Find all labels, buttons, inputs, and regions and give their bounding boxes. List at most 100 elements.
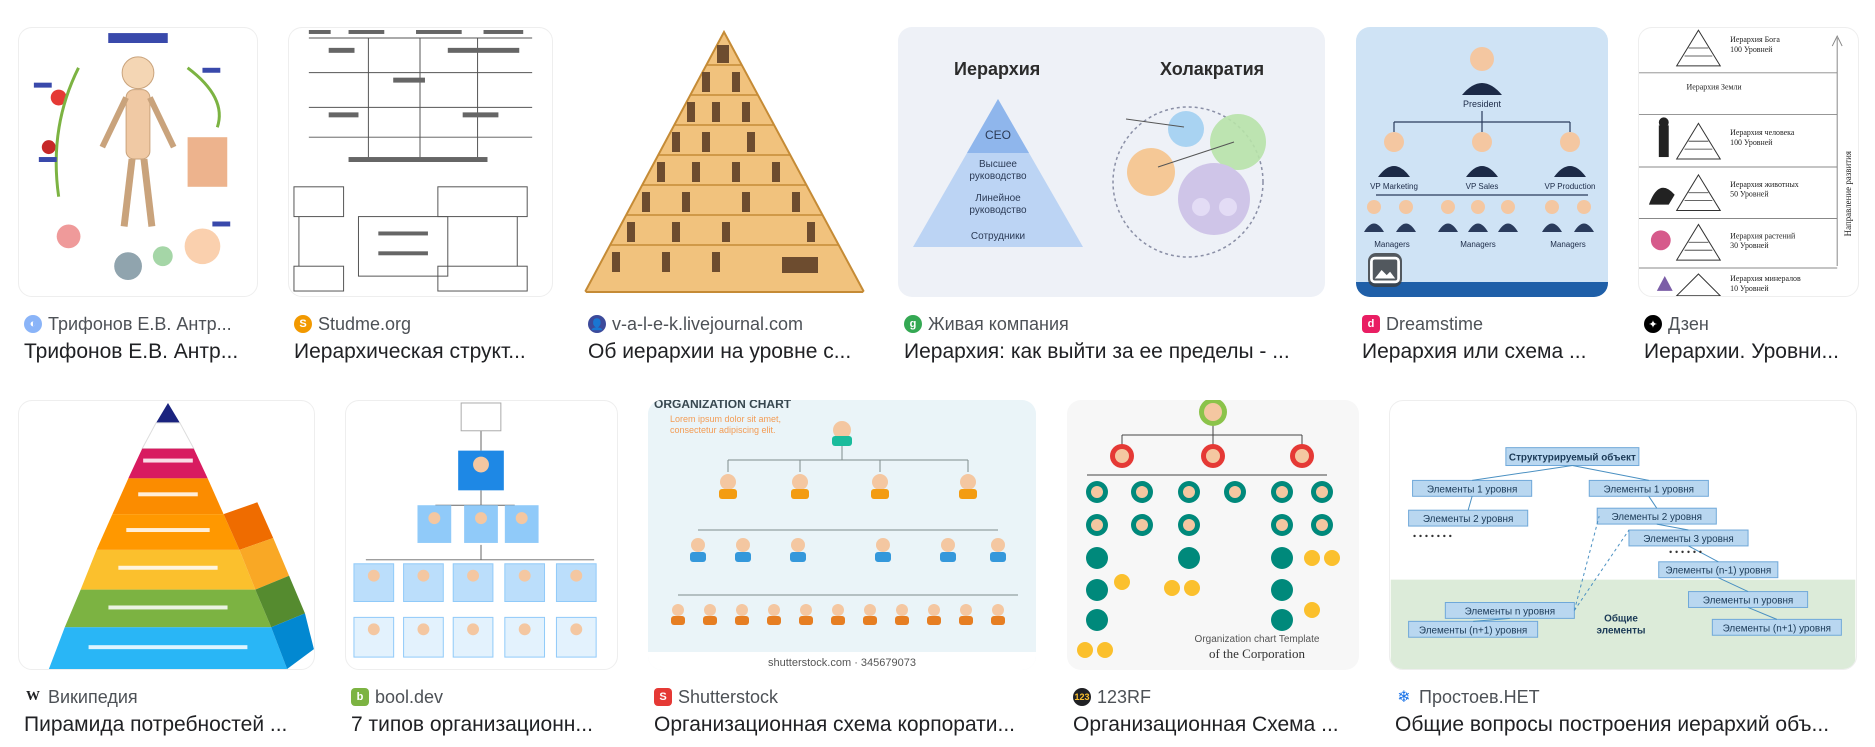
thumb-common-1: Общие — [1604, 613, 1638, 624]
result-source[interactable]: 123 123RF — [1073, 686, 1151, 708]
result-source[interactable]: d Dreamstime — [1362, 313, 1483, 335]
text-diagram-illustration — [293, 30, 533, 292]
thumb-level-n-a: Элементы n уровня — [1465, 606, 1556, 617]
thumb-level-plants-count: 30 Уровней — [1730, 241, 1769, 250]
result-title[interactable]: Организационная схема корпорати... — [654, 713, 1016, 736]
result-card-6[interactable]: Иерархия Бога 100 Уровней Иерархия Земли… — [1638, 27, 1875, 377]
thumb-level3: Элементы 3 уровня — [1643, 534, 1734, 545]
thumb-heading-holacracy: Холакратия — [1160, 59, 1264, 79]
result-title[interactable]: Организационная Схема ... — [1073, 713, 1339, 736]
result-source[interactable]: 👤 v-a-l-e-k.livejournal.com — [588, 313, 803, 335]
thumb-level-minerals-count: 10 Уровней — [1730, 284, 1769, 293]
blue-org-chart-illustration — [353, 402, 597, 658]
leaf-icon: g — [904, 315, 922, 333]
bool-icon: b — [351, 688, 369, 706]
source-label: v-a-l-e-k.livejournal.com — [612, 313, 804, 334]
thumb-level-animals-count: 50 Уровней — [1730, 190, 1769, 199]
123rf-icon: 123 — [1073, 688, 1091, 706]
thumb-level-n-plus-1-a: Элементы (n+1) уровня — [1419, 625, 1527, 636]
result-title[interactable]: Иерархическая структ... — [294, 340, 526, 363]
result-card-5[interactable]: President VP Marketing VP Sales VP Produ… — [1356, 27, 1608, 377]
source-label: bool.dev — [375, 686, 444, 707]
result-thumbnail[interactable] — [288, 27, 553, 297]
thumb-managers-2: Managers — [1460, 240, 1496, 249]
thumb-l2b: руководство — [969, 205, 1027, 216]
thumb-org-chart-sub1: Lorem ipsum dolor sit amet, — [670, 414, 781, 424]
source-label: Живая компания — [928, 313, 1069, 334]
thumb-vp-sales: VP Sales — [1466, 182, 1499, 191]
result-title[interactable]: Иерархии. Уровни... — [1644, 340, 1839, 363]
result-title[interactable]: Иерархия: как выйти за ее пределы - ... — [904, 340, 1290, 363]
thumb-level-god-count: 100 Уровней — [1730, 45, 1773, 54]
result-card-7[interactable]: W Википедия Пирамида потребностей ... — [18, 400, 315, 747]
pyramid-illustration — [583, 29, 866, 293]
result-thumbnail[interactable]: Organization chart Template of the Corpo… — [1067, 400, 1359, 670]
thumb-axis-label: Направление развития — [1843, 151, 1853, 236]
globe-icon: ◐ — [24, 315, 42, 333]
result-thumbnail[interactable]: President VP Marketing VP Sales VP Produ… — [1356, 27, 1608, 297]
thumb-level1-a: Элементы 1 уровня — [1427, 484, 1518, 495]
structure-levels-diagram: Структурируемый объект Элементы 1 уровня… — [1390, 447, 1856, 669]
result-card-3[interactable]: 👤 v-a-l-e-k.livejournal.com Об иерархии … — [582, 27, 867, 377]
result-thumbnail[interactable]: ORGANIZATION CHART Lorem ipsum dolor sit… — [648, 400, 1036, 670]
result-source[interactable]: ✦ Дзен — [1644, 313, 1709, 335]
result-card-4[interactable]: Иерархия Холакратия CEO Высшее руководст… — [898, 27, 1325, 377]
thumb-common-2: элементы — [1597, 625, 1646, 636]
source-label: Dreamstime — [1386, 313, 1484, 334]
result-card-10[interactable]: Organization chart Template of the Corpo… — [1067, 400, 1359, 747]
source-label: Википедия — [48, 686, 138, 707]
thumb-managers-1: Managers — [1374, 240, 1410, 249]
result-title[interactable]: Трифонов Е.В. Антр... — [24, 340, 239, 363]
thumb-level2-a: Элементы 2 уровня — [1423, 514, 1514, 525]
result-card-2[interactable]: S Studme.org Иерархическая структ... — [288, 27, 553, 377]
thumb-level-animals: Иерархия животных — [1730, 180, 1799, 189]
shutterstock-icon: S — [654, 688, 672, 706]
thumb-watermark: shutterstock.com · 345679073 — [768, 657, 916, 669]
result-source[interactable]: S Studme.org — [294, 313, 411, 335]
result-card-8[interactable]: b bool.dev 7 типов организационн... — [345, 400, 618, 747]
result-source[interactable]: g Живая компания — [904, 313, 1069, 335]
wikipedia-icon: W — [24, 688, 42, 706]
result-title[interactable]: Общие вопросы построения иерархий объ... — [1395, 713, 1830, 736]
thumb-president: President — [1463, 99, 1502, 109]
result-title[interactable]: 7 типов организационн... — [351, 713, 593, 736]
result-thumbnail[interactable]: Иерархия Холакратия CEO Высшее руководст… — [898, 27, 1325, 297]
result-title[interactable]: Иерархия или схема ... — [1362, 340, 1587, 363]
thumb-level-earth: Иерархия Земли — [1687, 83, 1743, 92]
result-source[interactable]: ◐ Трифонов Е.В. Антр... — [24, 313, 232, 335]
result-thumbnail[interactable] — [18, 27, 258, 297]
result-thumbnail[interactable] — [18, 400, 315, 670]
image-icon[interactable] — [1368, 253, 1402, 287]
result-source[interactable]: ❄ Простоев.НЕТ — [1395, 686, 1540, 708]
result-thumbnail[interactable] — [345, 400, 618, 670]
thumb-structured-object: Структурируемый объект — [1509, 453, 1636, 464]
thumb-org-chart-heading: ORGANIZATION CHART — [654, 400, 792, 411]
result-thumbnail[interactable] — [582, 27, 867, 297]
thumb-vp-marketing: VP Marketing — [1370, 182, 1418, 191]
result-thumbnail[interactable]: Структурируемый объект Элементы 1 уровня… — [1389, 400, 1857, 670]
source-label: Трифонов Е.В. Антр... — [48, 313, 232, 334]
hierarchy-holacracy-illustration: Иерархия Холакратия CEO Высшее руководст… — [913, 59, 1266, 258]
thumb-template-line2: of the Corporation — [1209, 646, 1306, 661]
thumb-heading-hierarchy: Иерархия — [954, 59, 1040, 79]
result-title[interactable]: Об иерархии на уровне с... — [588, 340, 852, 363]
thumb-org-chart-sub2: consectetur adipiscing elit. — [670, 425, 776, 435]
source-label: Shutterstock — [678, 686, 779, 707]
result-card-11[interactable]: Структурируемый объект Элементы 1 уровня… — [1389, 400, 1875, 747]
result-title[interactable]: Пирамида потребностей ... — [24, 713, 288, 736]
result-card-1[interactable]: ◐ Трифонов Е.В. Антр... Трифонов Е.В. Ан… — [18, 27, 258, 377]
result-thumbnail[interactable]: Иерархия Бога 100 Уровней Иерархия Земли… — [1638, 27, 1859, 297]
thumb-level-n-plus-1-b: Элементы (n+1) уровня — [1723, 623, 1831, 634]
result-source[interactable]: S Shutterstock — [654, 686, 778, 708]
thumb-level1-b: Элементы 1 уровня — [1604, 484, 1695, 495]
result-source[interactable]: b bool.dev — [351, 686, 443, 708]
source-label: 123RF — [1097, 686, 1152, 707]
thumb-level-human-count: 100 Уровней — [1730, 138, 1773, 147]
source-label: Простоев.НЕТ — [1419, 686, 1540, 707]
result-source[interactable]: W Википедия — [24, 686, 138, 708]
thumb-level-n-b: Элементы n уровня — [1703, 595, 1794, 606]
thumb-level-plants: Иерархия растений — [1730, 231, 1796, 240]
result-card-9[interactable]: ORGANIZATION CHART Lorem ipsum dolor sit… — [648, 400, 1036, 747]
dreamstime-icon: d — [1362, 315, 1380, 333]
thumb-template-line1: Organization chart Template — [1195, 634, 1320, 645]
